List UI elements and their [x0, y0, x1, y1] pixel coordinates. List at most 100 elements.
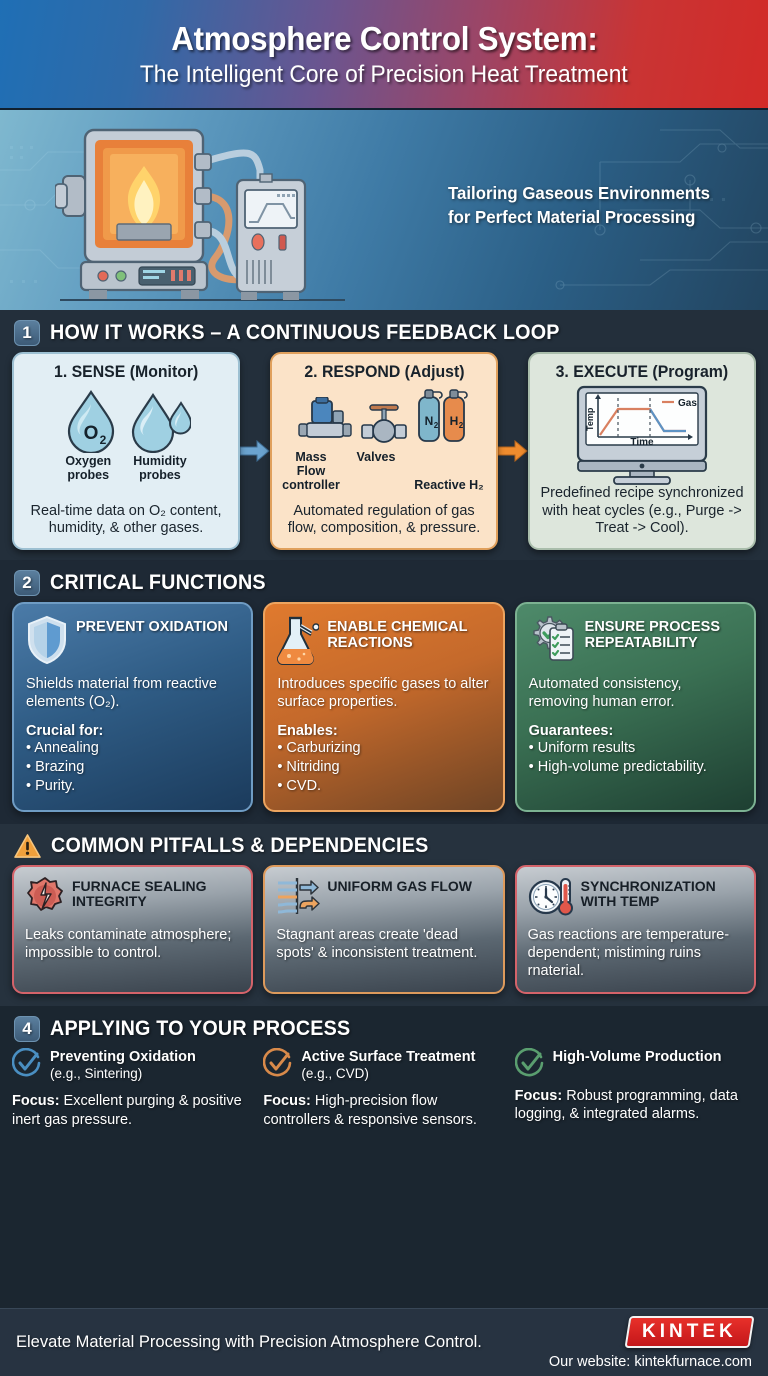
function-card-list: • Annealing • Brazing • Purity.: [26, 739, 239, 797]
chart-y-label: Temp: [585, 407, 595, 431]
shield-icon: [28, 615, 66, 665]
function-card-body: Shields material from reactive elements …: [26, 676, 217, 711]
svg-text:O: O: [84, 423, 99, 444]
oxygen-probes-label: Oxygen probes: [65, 454, 112, 482]
svg-text:H: H: [450, 414, 459, 428]
function-card-list: • Uniform results • High-volume predicta…: [529, 739, 742, 778]
svg-text:2: 2: [100, 433, 107, 447]
check-circle-icon: [12, 1047, 41, 1076]
section-how-it-works: 1 HOW IT WORKS – A CONTINUOUS FEEDBACK L…: [0, 310, 768, 561]
list-item: • CVD.: [277, 778, 322, 795]
applying-item-title: High-Volume Production: [552, 1048, 722, 1065]
critical-functions-row: PREVENT OXIDATION Shields material from …: [0, 602, 768, 812]
function-card-enable-chemical-reactions: ENABLE CHEMICAL REACTIONS Introduces spe…: [263, 602, 505, 812]
applying-item-header: High-Volume Production: [514, 1047, 756, 1078]
pitfall-card-title: UNIFORM GAS FLOW: [327, 877, 472, 894]
pitfall-card-header: SYNCHRONIZATION WITH TEMP: [528, 876, 743, 920]
section1-header: 1 HOW IT WORKS – A CONTINUOUS FEEDBACK L…: [0, 310, 768, 352]
applying-item-header: Active Surface Treatment (e.g., CVD): [263, 1047, 504, 1084]
chart-legend-gas: Gas: [678, 398, 697, 409]
pitfall-card-header: FURNACE SEALING INTEGRITY: [25, 876, 240, 920]
section1-badge: 1: [14, 320, 40, 346]
page-subtitle: The Intelligent Core of Precision Heat T…: [140, 60, 628, 88]
pitfall-card-synchronization-with-temp: SYNCHRONIZATION WITH TEMP Gas reactions …: [514, 864, 756, 994]
hero-tagline-line1: Tailoring Gaseous Environments: [448, 183, 711, 203]
arrow-sense-to-respond-wrap: [240, 352, 270, 550]
gas-flow-arrows-icon: [278, 877, 321, 914]
feedback-loop-row: 1. SENSE (Monitor) O 2: [0, 352, 768, 551]
gas-cylinders-icon: N 2 H 2: [418, 389, 468, 442]
mass-flow-controller-icon: [298, 397, 352, 438]
applying-item-focus: Focus: High-precision flow controllers &…: [263, 1093, 477, 1128]
oxygen-probe-droplet-icon: O 2: [67, 390, 115, 453]
list-item: • Uniform results: [528, 739, 636, 756]
page-footer: Elevate Material Processing with Precisi…: [0, 1308, 768, 1376]
flow-card-execute: 3. EXECUTE (Program) Gas Temp: [528, 352, 756, 551]
check-circle-icon: [514, 1047, 543, 1076]
reactive-h2-label: Reactive H₂: [414, 478, 484, 492]
section-common-pitfalls: COMMON PITFALLS & DEPENDENCIES FURNACE S…: [0, 823, 768, 1006]
svg-text:2: 2: [459, 421, 464, 430]
list-item: • Brazing: [26, 759, 85, 776]
function-card-ensure-repeatability: ENSURE PROCESS REPEATABILITY Automated c…: [514, 602, 756, 812]
list-item: • Nitriding: [277, 759, 340, 776]
function-card-header: PREVENT OXIDATION: [26, 615, 239, 667]
pitfall-card-body: Stagnant areas create 'dead spots' & inc…: [276, 926, 478, 961]
applying-item-title: Preventing Oxidation (e.g., Sintering): [50, 1048, 196, 1081]
recipe-monitor-icon: Gas Temp Time: [576, 385, 708, 485]
flow-card-execute-title: 3. EXECUTE (Program): [555, 363, 729, 381]
pitfall-card-body: Gas reactions are temperature-dependent;…: [527, 926, 730, 980]
function-card-prevent-oxidation: PREVENT OXIDATION Shields material from …: [12, 602, 254, 812]
applying-item-active-surface-treatment: Active Surface Treatment (e.g., CVD) Foc…: [263, 1047, 504, 1129]
pitfall-card-furnace-sealing: FURNACE SEALING INTEGRITY Leaks contamin…: [12, 864, 254, 994]
function-card-title: PREVENT OXIDATION: [76, 619, 228, 636]
function-card-header: ENABLE CHEMICAL REACTIONS: [277, 615, 490, 667]
function-card-sub: Guarantees:: [528, 722, 614, 739]
section1-title: HOW IT WORKS – A CONTINUOUS FEEDBACK LOO…: [50, 321, 560, 344]
flow-card-respond-body: Automated regulation of gas flow, compos…: [287, 502, 481, 537]
page-title: Atmosphere Control System:: [170, 19, 598, 57]
flow-card-sense-title: 1. SENSE (Monitor): [53, 363, 199, 381]
humidity-probes-label: Humidity probes: [133, 454, 187, 482]
applying-item-focus: Focus: Robust programming, data logging,…: [514, 1087, 738, 1122]
function-card-list: • Carburizing • Nitriding • CVD.: [277, 739, 490, 797]
section-applying-to-your-process: 4 APPLYING TO YOUR PROCESS Preventing Ox…: [0, 1005, 768, 1139]
flow-card-respond-title: 2. RESPOND (Adjust): [303, 363, 465, 381]
function-card-title: ENSURE PROCESS REPEATABILITY: [584, 619, 721, 652]
circuit-pattern-icon: [0, 129, 768, 290]
function-card-header: ENSURE PROCESS REPEATABILITY: [529, 615, 742, 667]
hero-tagline-line2: for Perfect Material Processing: [448, 206, 696, 227]
svg-text:2: 2: [434, 421, 439, 430]
section4-title: APPLYING TO YOUR PROCESS: [50, 1016, 351, 1040]
footer-website: Our website: kintekfurnace.com: [548, 1353, 752, 1370]
mass-flow-controller-label: Mass Flow controller: [282, 450, 340, 492]
kintek-logo: KINTEK: [624, 1315, 755, 1348]
function-card-body: Introduces specific gases to alter surfa…: [277, 676, 489, 711]
applying-item-high-volume-production: High-Volume Production Focus: Robust pro…: [514, 1047, 756, 1129]
hero-tagline: Tailoring Gaseous Environments for Perfe…: [448, 182, 736, 229]
applying-item-focus: Focus: Excellent purging & positive iner…: [12, 1093, 242, 1128]
function-card-sub: Crucial for:: [26, 722, 104, 739]
arrow-right-blue-icon: [240, 440, 270, 463]
valves-label: Valves: [356, 450, 396, 464]
flow-card-execute-body: Predefined recipe synchronized with heat…: [540, 485, 744, 537]
pitfall-card-title: SYNCHRONIZATION WITH TEMP: [580, 877, 716, 910]
applying-item-header: Preventing Oxidation (e.g., Sintering): [12, 1047, 253, 1084]
hero-banner: Tailoring Gaseous Environments for Perfe…: [0, 110, 768, 310]
gear-clipboard-icon: [532, 616, 574, 661]
pitfalls-row: FURNACE SEALING INTEGRITY Leaks contamin…: [0, 864, 768, 994]
list-item: • Annealing: [26, 739, 99, 756]
page-header: Atmosphere Control System: The Intellige…: [0, 0, 768, 110]
clock-thermometer-icon: [528, 877, 573, 916]
list-item: • Carburizing: [277, 739, 361, 756]
warning-triangle-icon: [14, 833, 41, 858]
check-circle-icon: [263, 1047, 292, 1076]
section2-title: CRITICAL FUNCTIONS: [50, 571, 266, 595]
applying-row: Preventing Oxidation (e.g., Sintering) F…: [0, 1047, 768, 1129]
footer-tagline: Elevate Material Processing with Precisi…: [16, 1332, 482, 1351]
cracked-seal-icon: [27, 876, 63, 911]
section-critical-functions: 2 CRITICAL FUNCTIONS PREVENT OXIDATION S…: [0, 560, 768, 824]
section2-header: 2 CRITICAL FUNCTIONS: [0, 560, 768, 602]
arrow-respond-to-execute-wrap: [498, 352, 528, 550]
